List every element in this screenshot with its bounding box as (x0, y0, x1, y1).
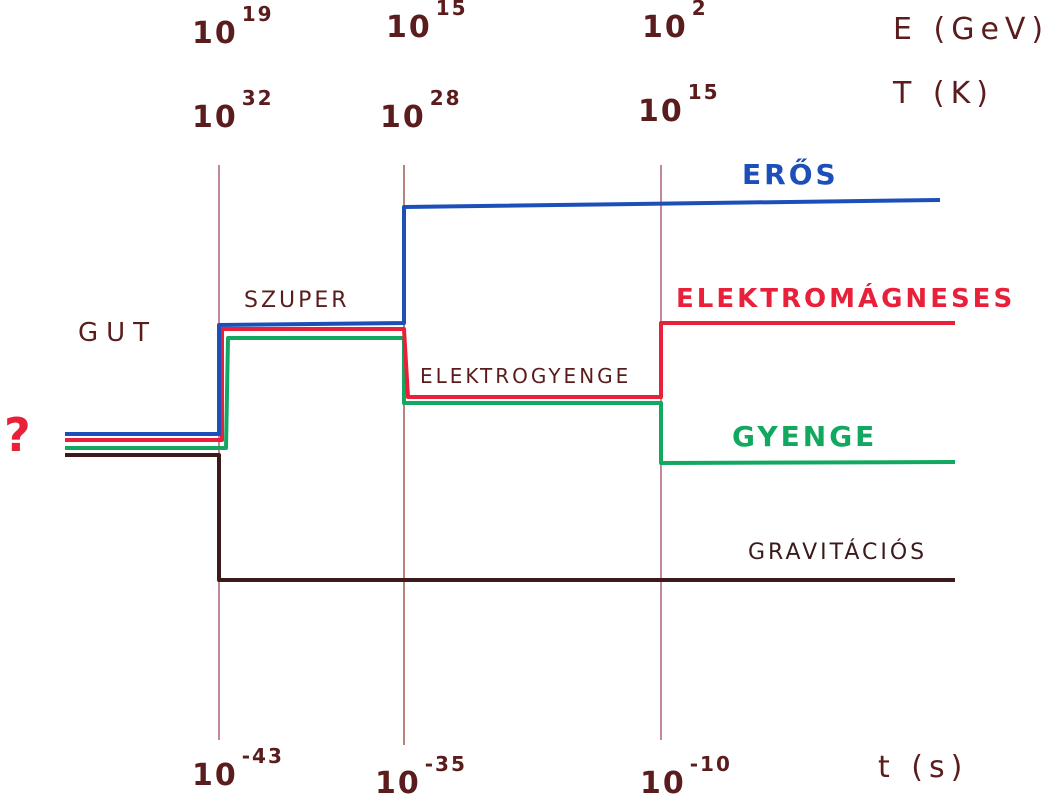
temperature-tick-1: 1032 (192, 86, 274, 135)
electroweak-era-label: ELEKTROGYENGE (420, 364, 632, 388)
temperature-tick-2: 1028 (380, 86, 462, 135)
weak-force-line (65, 336, 956, 465)
weak-force-label: GYENGE (732, 420, 878, 453)
gut-era-label: GUT (78, 318, 158, 348)
gravity-force-label: GRAVITÁCIÓS (748, 540, 928, 565)
energy-tick-2: 1015 (386, 0, 468, 45)
energy-axis-label: E (GeV) (893, 12, 1050, 47)
energy-tick-1: 1019 (192, 2, 274, 51)
time-axis-label: t (s) (878, 750, 969, 785)
time-tick-2: 10-35 (375, 752, 467, 801)
gravity-line (65, 453, 955, 582)
electromagnetic-force-label: ELEKTROMÁGNESES (676, 284, 1016, 314)
temperature-tick-3: 1015 (638, 80, 720, 129)
super-era-label: SZUPER (244, 288, 350, 313)
energy-tick-3: 102 (642, 0, 708, 45)
electromagnetic-force-line (65, 321, 955, 442)
strong-force-label: ERŐS (742, 158, 839, 191)
time-tick-3: 10-10 (640, 752, 732, 801)
temperature-axis-label: T (K) (893, 76, 994, 111)
time-tick-1: 10-43 (192, 744, 284, 793)
strong-force-line (65, 198, 941, 436)
unknown-era-label: ? (4, 408, 33, 462)
